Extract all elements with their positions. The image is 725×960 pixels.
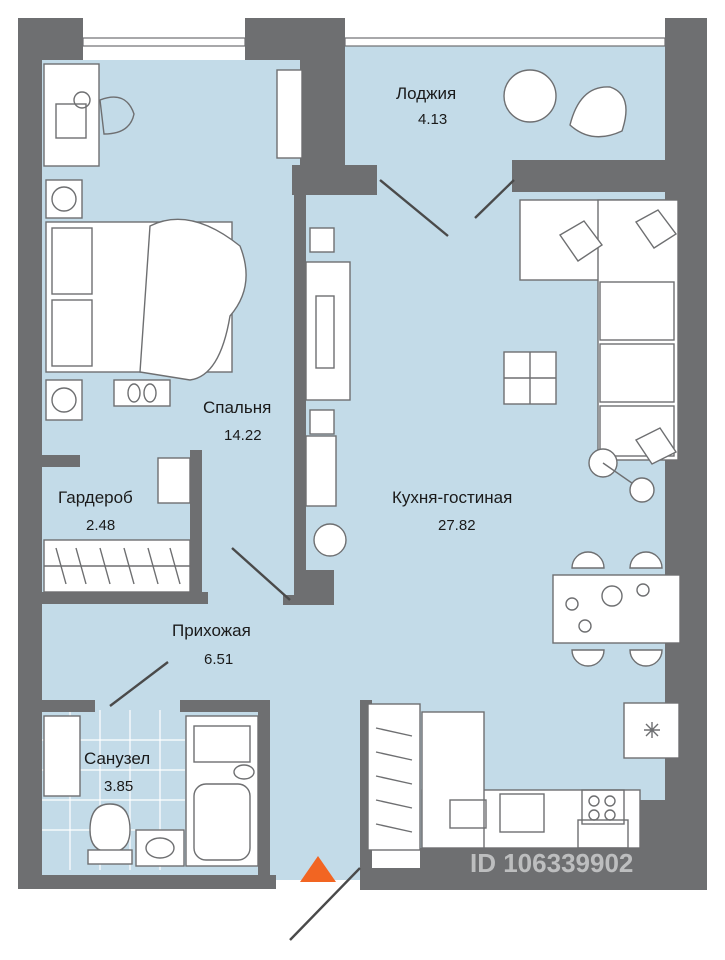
bedroom-cabinet <box>276 69 303 159</box>
bookshelf <box>305 435 337 507</box>
loggia-door-left <box>379 179 449 237</box>
chair-top-right <box>629 551 663 569</box>
loggia-furniture <box>503 69 627 138</box>
bedroom-furniture <box>43 63 303 421</box>
loggia-table <box>503 69 557 123</box>
washing-machine <box>43 715 81 797</box>
doors <box>109 179 515 941</box>
bathroom-furniture <box>43 715 259 867</box>
shoe-rack <box>157 457 191 504</box>
loggia-name: Лоджия <box>396 84 456 103</box>
tv-stand <box>305 261 351 401</box>
plant <box>313 523 347 557</box>
sink <box>449 799 487 829</box>
cushion-3 <box>634 427 678 465</box>
chair-top-left <box>571 551 605 569</box>
slippers-mat <box>113 379 171 407</box>
entrance-door <box>289 867 361 941</box>
bedroom-name: Спальня <box>203 398 271 417</box>
toilet <box>89 803 131 853</box>
bedroom-door <box>231 547 291 601</box>
wardrobe-area: 2.48 <box>86 517 115 534</box>
office-chair <box>99 96 135 135</box>
blanket <box>139 218 247 381</box>
loggia-door-right <box>474 179 515 219</box>
kitchen-name: Кухня-гостиная <box>392 488 512 507</box>
loggia-chair <box>569 86 627 138</box>
hallway-area: 6.51 <box>204 651 233 668</box>
watermark: ID 106339902 <box>470 848 633 878</box>
bathroom-door <box>109 661 169 707</box>
stove <box>581 789 625 825</box>
chair-bottom-right <box>629 649 663 667</box>
cushion-1 <box>558 220 604 262</box>
bathroom-sink <box>135 829 185 867</box>
kitchen-counter-vertical <box>421 711 485 849</box>
kitchen-area: 27.82 <box>438 517 476 534</box>
walls <box>18 18 707 890</box>
wardrobe-name: Гардероб <box>58 488 133 507</box>
hallway-name: Прихожая <box>172 621 251 640</box>
living-furniture <box>305 199 681 851</box>
chair-bottom-left <box>571 649 605 667</box>
dining-table <box>552 574 681 644</box>
bathroom-area: 3.85 <box>104 778 133 795</box>
entrance-arrow-icon <box>300 856 336 882</box>
bedroom-area: 14.22 <box>224 427 262 444</box>
dishwasher <box>499 793 545 833</box>
bathtub <box>185 715 259 867</box>
loggia-area: 4.13 <box>418 111 447 128</box>
room-labels: Лоджия 4.13 Спальня 14.22 Гардероб 2.48 … <box>58 84 512 795</box>
wardrobe-furniture <box>43 457 191 593</box>
desk <box>43 63 100 167</box>
bathroom-name: Санузел <box>84 749 150 768</box>
cushion-2 <box>634 209 678 249</box>
